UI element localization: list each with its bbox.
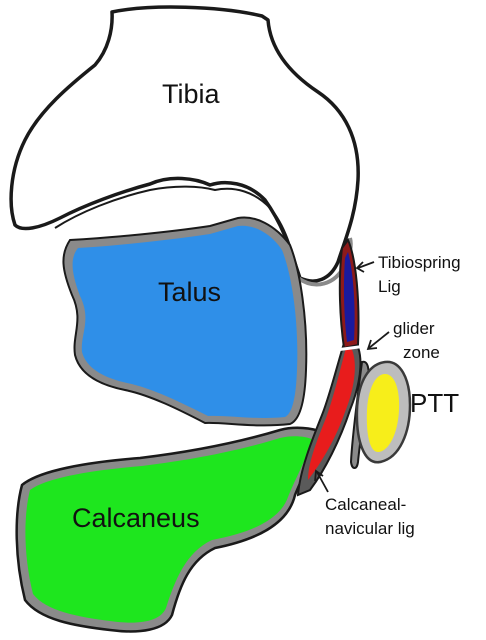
tibia-label: Tibia <box>162 79 221 109</box>
ligament-junction-line <box>336 346 366 350</box>
talus-bone <box>73 226 298 418</box>
calcaneonavicular-label-line2: navicular lig <box>325 519 415 538</box>
calcaneus-label: Calcaneus <box>72 503 200 533</box>
ptt-label: PTT <box>410 388 459 418</box>
glider-zone-arrow <box>368 332 389 349</box>
calcaneonavicular-label-line1: Calcaneal- <box>325 495 406 514</box>
glider-zone-label-line1: glider <box>393 319 435 338</box>
tibiospring-label-line1: Tibiospring <box>378 253 461 272</box>
tibiospring-label-line2: Lig <box>378 277 401 296</box>
glider-zone-label-line2: zone <box>403 343 440 362</box>
talus-label: Talus <box>158 277 221 307</box>
tibiospring-arrow <box>357 262 374 272</box>
